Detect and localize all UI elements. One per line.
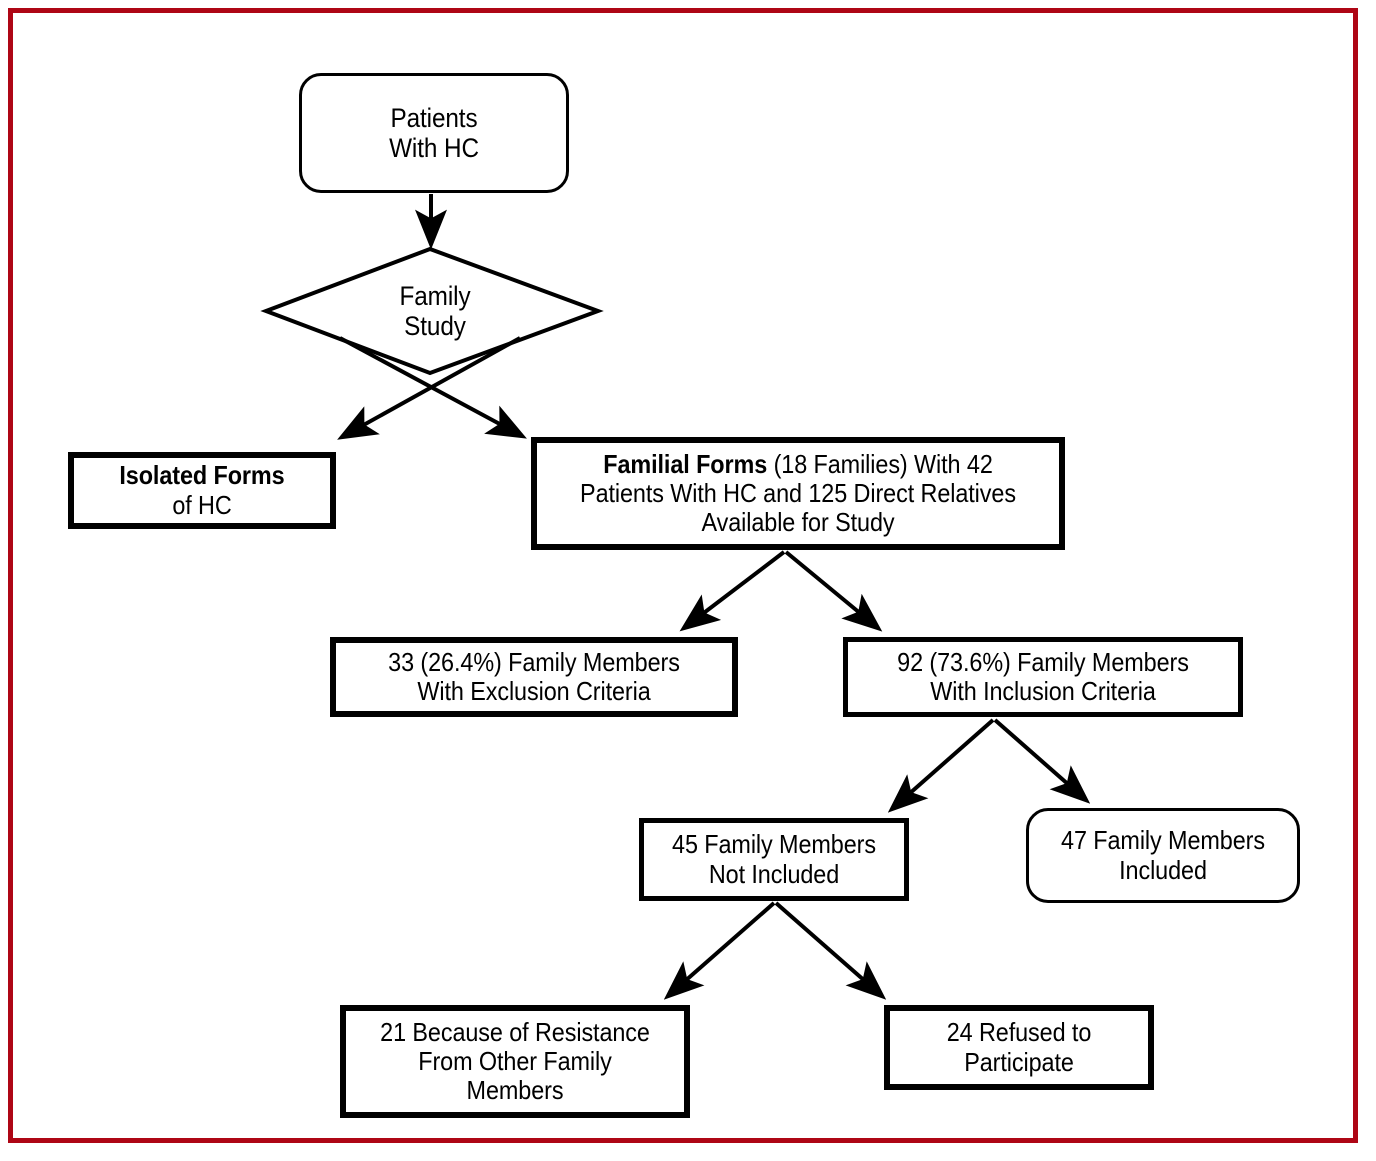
node-exclusion-criteria[interactable]: 33 (26.4%) Family Members With Exclusion… xyxy=(330,637,738,717)
node-familial-forms[interactable]: Familial Forms (18 Families) With 42 Pat… xyxy=(531,437,1065,550)
node-family-study[interactable]: Family Study xyxy=(330,275,540,347)
node-not-included-label: 45 Family Members Not Included xyxy=(672,829,876,889)
node-isolated-forms-rest: of HC xyxy=(172,489,232,520)
node-inclusion-criteria[interactable]: 92 (73.6%) Family Members With Inclusion… xyxy=(843,637,1243,717)
node-isolated-forms-lead: Isolated Forms xyxy=(119,460,285,491)
node-refused-to-participate[interactable]: 24 Refused to Participate xyxy=(884,1005,1154,1090)
node-resistance-from-family-label: 21 Because of Resistance From Other Fami… xyxy=(380,1016,650,1106)
node-patients-with-hc[interactable]: Patients With HC xyxy=(299,73,569,193)
figure-border xyxy=(8,8,1358,1143)
node-included[interactable]: 47 Family Members Included xyxy=(1026,808,1300,903)
node-family-study-label: Family Study xyxy=(399,280,471,341)
node-resistance-from-family[interactable]: 21 Because of Resistance From Other Fami… xyxy=(340,1005,690,1118)
node-not-included[interactable]: 45 Family Members Not Included xyxy=(639,818,909,901)
node-inclusion-criteria-label: 92 (73.6%) Family Members With Inclusion… xyxy=(897,646,1189,706)
node-familial-forms-lead: Familial Forms xyxy=(603,448,768,479)
node-familial-forms-label: Familial Forms (18 Families) With 42 Pat… xyxy=(563,448,1033,538)
node-included-label: 47 Family Members Included xyxy=(1061,825,1265,885)
node-exclusion-criteria-label: 33 (26.4%) Family Members With Exclusion… xyxy=(388,646,680,706)
node-patients-with-hc-label: Patients With HC xyxy=(389,102,479,163)
node-familial-forms-rest: (18 Families) With 42 Patients With HC a… xyxy=(580,448,1016,538)
node-refused-to-participate-label: 24 Refused to Participate xyxy=(946,1017,1092,1077)
